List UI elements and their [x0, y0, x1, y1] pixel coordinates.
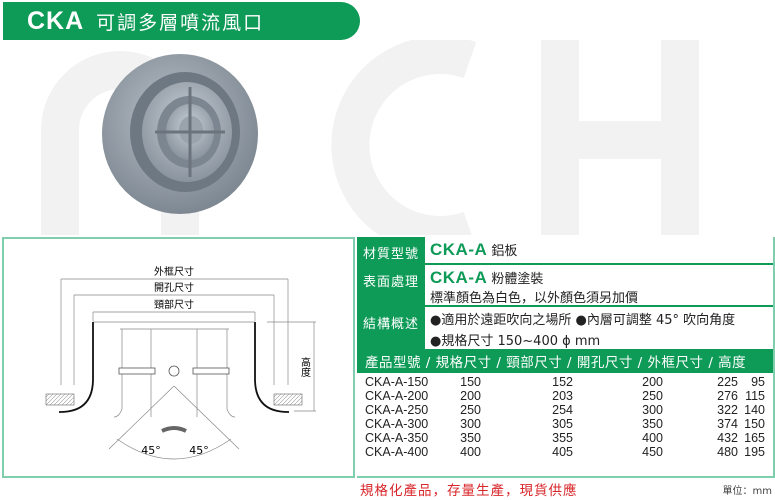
label-angle-left: 45°	[141, 444, 161, 457]
table-cell: 450	[642, 445, 663, 459]
finish-label: 表面處理	[357, 265, 425, 305]
table-cell: 203	[552, 389, 573, 403]
table-row: CKA-A-150 150 152 200 225 95	[365, 375, 765, 389]
table-cell: CKA-A-200	[365, 389, 429, 403]
table-cell: 95	[751, 375, 765, 389]
finish-model: CKA-A	[430, 268, 488, 287]
table-cell: 225	[717, 375, 738, 389]
table-cell: CKA-A-150	[365, 375, 429, 389]
table-cell: 195	[744, 445, 765, 459]
finish-note: 標準顏色為白色，以外顏色須另加價	[430, 291, 639, 306]
slogan: 規格化產品，存量生產，現貨供應	[360, 483, 578, 499]
table-row: CKA-A-200 200 203 250 276 115	[365, 389, 765, 403]
spec-finish: 表面處理 CKA-A 粉體塗裝標準顏色為白色，以外顏色須另加價	[357, 263, 773, 306]
table-cell: 250	[460, 403, 481, 417]
table-row: CKA-A-250 250 254 300 322 140	[365, 403, 765, 417]
table-cell: 350	[642, 417, 663, 431]
title-banner: CKA 可調多層噴流風口	[3, 2, 360, 40]
material-label: 材質型號	[357, 237, 425, 263]
table-cell: 200	[460, 389, 481, 403]
label-neck: 頸部尺寸	[154, 298, 194, 311]
spec-panel: 材質型號 CKA-A 鋁板 表面處理 CKA-A 粉體塗裝標準顏色為白色，以外顏…	[357, 237, 775, 478]
table-cell: 374	[717, 417, 738, 431]
table-cell: 115	[745, 389, 765, 403]
table-cell: 432	[717, 431, 738, 445]
label-outer: 外框尺寸	[154, 265, 194, 278]
structure-label: 結構概述	[357, 307, 425, 349]
dimension-diagram: 外框尺寸 開孔尺寸 頸部尺寸 高度 45° 45°	[2, 237, 355, 478]
table-cell: 150	[744, 417, 765, 431]
table-cell: 250	[642, 389, 663, 403]
unit-label: 單位：mm	[722, 486, 772, 497]
rotate-arrow-icon	[161, 426, 187, 433]
label-opening: 開孔尺寸	[154, 281, 194, 294]
material-text: 鋁板	[491, 244, 518, 259]
spec-structure: 結構概述 ●適用於遠距吹向之場所 ●內層可調整 45° 吹向角度 ●規格尺寸 15…	[357, 305, 773, 349]
table-cell: CKA-A-400	[365, 445, 429, 459]
table-cell: 322	[717, 403, 738, 417]
structure-line1: ●適用於遠距吹向之場所 ●內層可調整 45° 吹向角度	[430, 313, 736, 328]
table-cell: 400	[642, 431, 663, 445]
finish-text: 粉體塗裝	[491, 272, 544, 287]
table-cell: 305	[552, 417, 573, 431]
product-code: CKA	[27, 6, 85, 35]
table-cell: 300	[460, 417, 481, 431]
table-cell: 200	[642, 375, 663, 389]
table-cell: 350	[460, 431, 481, 445]
table-cell: 140	[744, 403, 765, 417]
material-model: CKA-A	[430, 240, 488, 259]
table-cell: 276	[717, 389, 738, 403]
structure-line2: ●規格尺寸 150~400 ϕ mm	[430, 334, 601, 349]
table-cell: CKA-A-250	[365, 403, 429, 417]
table-row: CKA-A-350 350 355 400 432 165	[365, 431, 765, 445]
product-photo	[102, 54, 258, 214]
label-height: 高度	[299, 356, 311, 378]
table-cell: 300	[642, 403, 663, 417]
table-row: CKA-A-400 400 405 450 480 195	[365, 445, 765, 459]
table-cell: 405	[552, 445, 573, 459]
table-cell: 150	[460, 375, 481, 389]
table-header: 產品型號 / 規格尺寸 / 頸部尺寸 / 開孔尺寸 / 外框尺寸 / 高度	[357, 349, 773, 373]
table-cell: 480	[717, 445, 738, 459]
spec-material: 材質型號 CKA-A 鋁板	[357, 237, 773, 263]
product-title: 可調多層噴流風口	[96, 11, 265, 34]
table-cell: CKA-A-300	[365, 417, 429, 431]
table-cell: 152	[552, 375, 573, 389]
table-row: CKA-A-300 300 305 350 374 150	[365, 417, 765, 431]
table-cell: CKA-A-350	[365, 431, 429, 445]
table-cell: 254	[552, 403, 573, 417]
table-cell: 355	[552, 431, 573, 445]
table-cell: 400	[460, 445, 481, 459]
table-cell: 165	[744, 431, 765, 445]
label-angle-right: 45°	[189, 444, 209, 457]
